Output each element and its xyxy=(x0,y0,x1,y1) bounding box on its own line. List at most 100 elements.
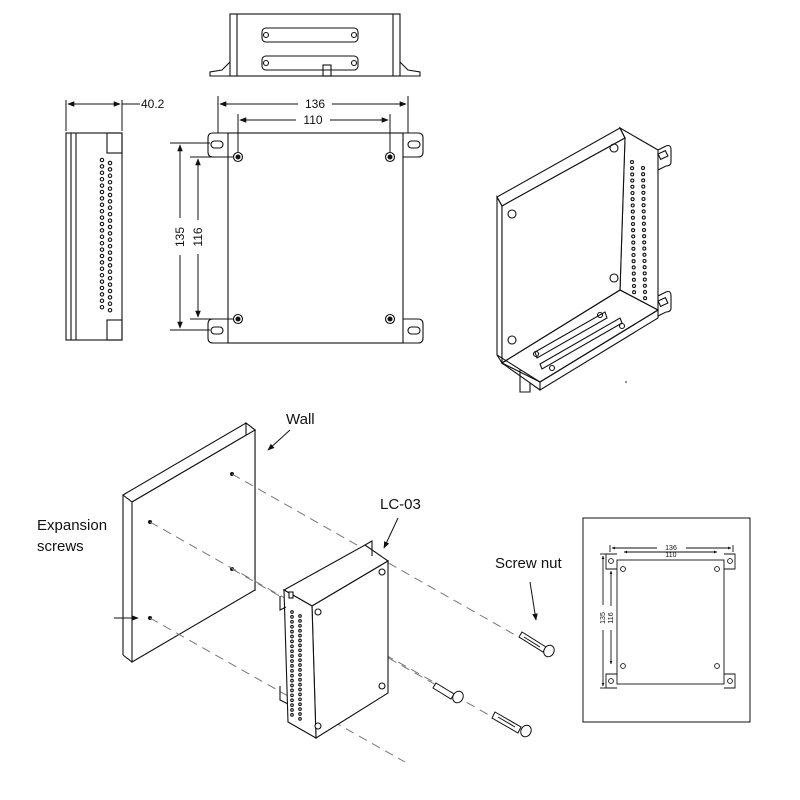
vent-hole xyxy=(298,638,302,643)
vent-hole xyxy=(631,271,636,276)
vent-hole xyxy=(631,246,636,251)
vent-hole xyxy=(298,702,302,707)
inset-frame xyxy=(582,517,751,723)
vent-hole xyxy=(290,659,294,663)
screw-nut-label: Screw nut xyxy=(495,555,563,572)
vent-hole xyxy=(298,633,302,638)
vent-hole xyxy=(107,205,113,211)
isometric-view xyxy=(496,126,672,393)
vent-hole xyxy=(642,246,647,251)
vent-hole xyxy=(290,644,294,649)
vent-hole xyxy=(107,160,113,166)
vent-hole xyxy=(107,231,113,236)
vent-hole xyxy=(642,265,647,270)
wall-label: Wall xyxy=(286,411,315,428)
vent-hole xyxy=(99,228,105,233)
vent-hole xyxy=(99,266,105,272)
vent-hole xyxy=(99,292,105,297)
expansion-label-line2: screws xyxy=(37,538,84,555)
vent-hole xyxy=(290,639,294,644)
vent-hole xyxy=(631,283,637,289)
vent-hole xyxy=(641,178,646,183)
vent-hole xyxy=(298,707,302,711)
inset-outer-width-value: 136 xyxy=(665,545,677,552)
vent-hole xyxy=(298,628,302,633)
inner-height-value: 116 xyxy=(191,227,205,246)
vent-hole xyxy=(298,687,302,692)
inset-front-view xyxy=(600,545,736,689)
vent-hole xyxy=(631,228,636,233)
vent-hole xyxy=(642,240,647,245)
vent-hole xyxy=(99,285,105,291)
vent-hole xyxy=(631,259,636,264)
speck xyxy=(625,381,627,383)
vent-hole xyxy=(290,673,294,678)
vent-hole xyxy=(99,298,105,304)
vent-hole xyxy=(290,615,294,619)
vent-hole xyxy=(107,186,113,191)
vent-hole xyxy=(298,712,302,716)
vent-hole xyxy=(290,688,294,693)
vent-hole xyxy=(642,258,647,264)
vent-hole xyxy=(99,253,105,259)
vent-hole xyxy=(641,215,646,220)
vent-hole xyxy=(641,227,647,233)
vent-hole xyxy=(631,234,636,239)
vent-hole xyxy=(641,196,646,202)
vent-hole xyxy=(298,623,302,628)
vent-hole xyxy=(642,289,648,295)
vent-hole xyxy=(290,698,294,703)
vent-hole xyxy=(290,703,294,707)
vent-hole xyxy=(631,265,636,270)
vent-hole xyxy=(630,203,635,208)
vent-hole xyxy=(630,166,635,171)
pointer-arrows xyxy=(114,429,538,621)
vent-hole xyxy=(107,218,113,223)
vent-hole xyxy=(298,663,302,667)
vent-hole xyxy=(642,283,647,288)
vent-hole xyxy=(630,197,635,202)
depth-dimension: 40.2 xyxy=(65,97,165,131)
vent-hole xyxy=(643,296,648,301)
vent-hole xyxy=(640,165,646,171)
vent-hole xyxy=(107,243,113,249)
wall-panel xyxy=(122,421,256,663)
vent-hole xyxy=(99,202,105,208)
vent-hole xyxy=(107,199,113,204)
vent-hole xyxy=(107,224,113,230)
vent-hole xyxy=(290,629,294,634)
height-dimensions xyxy=(170,142,234,331)
vent-hole xyxy=(107,275,113,281)
vent-hole xyxy=(630,221,636,227)
vent-hole xyxy=(630,172,635,177)
vent-hole xyxy=(107,282,113,287)
vent-hole xyxy=(99,247,105,252)
vent-hole xyxy=(631,252,636,258)
vent-hole xyxy=(99,183,105,188)
vent-hole xyxy=(630,190,635,196)
vent-hole xyxy=(107,269,113,275)
lc03-box xyxy=(279,540,390,739)
vent-hole xyxy=(290,664,294,668)
vent-hole xyxy=(99,164,105,169)
vent-hole xyxy=(290,678,294,683)
vent-hole xyxy=(641,172,646,177)
vent-hole xyxy=(298,672,302,677)
vent-hole xyxy=(99,234,105,240)
vent-hole xyxy=(290,610,294,614)
vent-hole xyxy=(107,173,113,179)
vent-hole xyxy=(99,272,105,278)
vent-hole xyxy=(630,184,635,189)
vent-hole xyxy=(298,668,302,672)
vent-hole xyxy=(630,178,635,183)
vent-hole xyxy=(99,170,105,176)
expansion-label-line1: Expansion xyxy=(37,517,107,534)
vent-hole xyxy=(298,614,302,618)
screw-top xyxy=(518,631,555,658)
vent-hole xyxy=(107,288,113,294)
inset-inner-width-value: 110 xyxy=(665,552,676,559)
vent-hole xyxy=(107,237,113,243)
vent-hole xyxy=(290,668,294,673)
vent-hole xyxy=(107,250,113,255)
